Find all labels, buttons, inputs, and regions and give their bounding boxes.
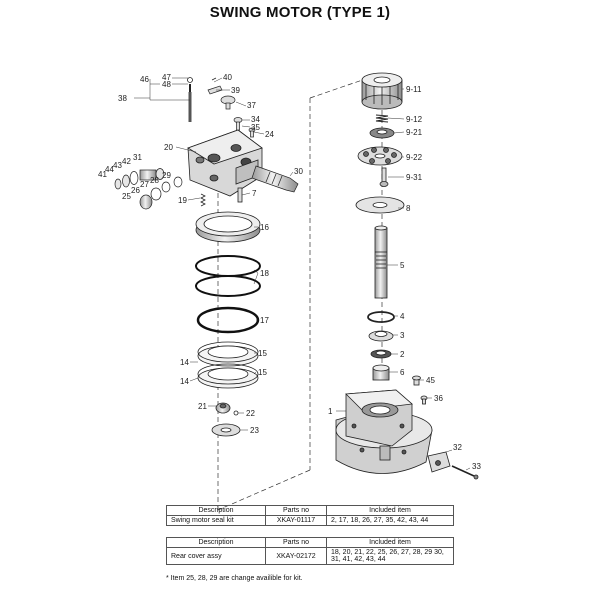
- valve-block-and-bolt: [427, 451, 479, 480]
- callout-5: 5: [400, 261, 405, 270]
- cell-description: Swing motor seal kit: [166, 515, 266, 526]
- callout-3: 3: [400, 331, 405, 340]
- callout-2: 2: [400, 350, 405, 359]
- bearing-and-seal: [211, 402, 241, 437]
- callout-45: 45: [426, 376, 435, 385]
- header-included-item: Included item: [326, 537, 454, 548]
- port-fittings: [114, 168, 183, 210]
- callout-15-upper: 15: [258, 349, 267, 358]
- table-row: Swing motor seal kit XKAY-01117 2, 17, 1…: [166, 515, 454, 526]
- piston: [379, 167, 389, 187]
- oil-seal: [370, 349, 392, 359]
- retainer-ring: [369, 127, 395, 139]
- callout-21: 21: [198, 402, 207, 411]
- callout-33: 33: [472, 462, 481, 471]
- motor-housing: [335, 389, 433, 474]
- callout-29: 29: [162, 171, 171, 180]
- callout-38: 38: [118, 94, 127, 103]
- callout-14-lower: 14: [180, 377, 189, 386]
- bearing-3: [368, 330, 394, 342]
- callout-8: 8: [406, 204, 411, 213]
- callout-9-12: 9-12: [406, 115, 423, 124]
- bushing: [372, 364, 390, 381]
- o-rings-18: [195, 255, 261, 297]
- header-parts-no: Parts no: [265, 537, 327, 548]
- callout-14-upper: 14: [180, 358, 189, 367]
- callout-18: 18: [260, 269, 269, 278]
- callout-4: 4: [400, 312, 405, 321]
- callout-22: 22: [246, 409, 255, 418]
- callout-48: 48: [162, 80, 171, 89]
- cell-description: Rear cover assy: [166, 547, 266, 565]
- plugs: [412, 375, 428, 405]
- cylinder-spring: [375, 114, 389, 123]
- brake-piston: [195, 211, 261, 243]
- callout-labels: 46 47 48 38 40 39 37 34 35 24 20 31 42 4…: [98, 73, 481, 471]
- table-header-row: Description Parts no Included item: [166, 537, 454, 548]
- cylinder-block: [361, 72, 403, 110]
- callout-26: 26: [131, 186, 140, 195]
- callout-27: 27: [140, 180, 149, 189]
- seal-kit-table: Description Parts no Included item Swing…: [166, 505, 454, 526]
- callout-25: 25: [122, 192, 131, 201]
- shoe-plate: [357, 146, 403, 166]
- header-description: Description: [166, 505, 266, 516]
- cell-parts-no: XKAY-02172: [265, 547, 327, 565]
- callout-19: 19: [178, 196, 187, 205]
- callout-28: 28: [150, 176, 159, 185]
- callout-17: 17: [260, 316, 269, 325]
- callout-47: 47: [162, 73, 171, 82]
- callout-30: 30: [294, 167, 303, 176]
- leader-lines: [134, 77, 471, 471]
- kit-footnote: * Item 25, 28, 29 are change availible f…: [166, 575, 303, 582]
- callout-16: 16: [260, 223, 269, 232]
- rod-assembly: [187, 77, 193, 122]
- header-parts-no: Parts no: [265, 505, 327, 516]
- callout-6: 6: [400, 368, 405, 377]
- callout-7: 7: [252, 189, 257, 198]
- callout-20: 20: [164, 143, 173, 152]
- table-header-row: Description Parts no Included item: [166, 505, 454, 516]
- callout-44: 44: [105, 165, 114, 174]
- rear-cover-table: Description Parts no Included item Rear …: [166, 537, 454, 565]
- header-description: Description: [166, 537, 266, 548]
- callout-35: 35: [251, 123, 260, 132]
- callout-46: 46: [140, 75, 149, 84]
- callout-9-21: 9-21: [406, 128, 423, 137]
- header-included-item: Included item: [326, 505, 454, 516]
- callout-23: 23: [250, 426, 259, 435]
- callout-39: 39: [231, 86, 240, 95]
- o-ring-17: [196, 306, 260, 334]
- cell-included-item: 2, 17, 18, 26, 27, 35, 42, 43, 44: [326, 515, 454, 526]
- rear-cover-body: [187, 129, 263, 197]
- callout-1: 1: [328, 407, 333, 416]
- callout-37: 37: [247, 101, 256, 110]
- friction-plates: [197, 341, 259, 389]
- swash-plate: [355, 196, 405, 214]
- callout-34: 34: [251, 115, 260, 124]
- callout-9-11: 9-11: [406, 85, 422, 94]
- callout-24: 24: [265, 130, 274, 139]
- snap-ring: [367, 311, 395, 323]
- cell-included-item: 18, 20, 21, 22, 25, 26, 27, 28, 29 30, 3…: [326, 547, 454, 565]
- callout-32: 32: [453, 443, 462, 452]
- callout-36: 36: [434, 394, 443, 403]
- callout-9-22: 9-22: [406, 153, 423, 162]
- callout-43: 43: [113, 161, 122, 170]
- relief-valve: [251, 165, 299, 193]
- callout-9-31: 9-31: [406, 173, 423, 182]
- cell-parts-no: XKAY-01117: [265, 515, 327, 526]
- callout-42: 42: [122, 157, 131, 166]
- callout-41: 41: [98, 170, 107, 179]
- table-row: Rear cover assy XKAY-02172 18, 20, 21, 2…: [166, 547, 454, 565]
- drive-shaft: [374, 225, 388, 299]
- callout-31: 31: [133, 153, 142, 162]
- callout-15-lower: 15: [258, 368, 267, 377]
- page-title: SWING MOTOR (TYPE 1): [209, 4, 391, 21]
- callout-40: 40: [223, 73, 232, 82]
